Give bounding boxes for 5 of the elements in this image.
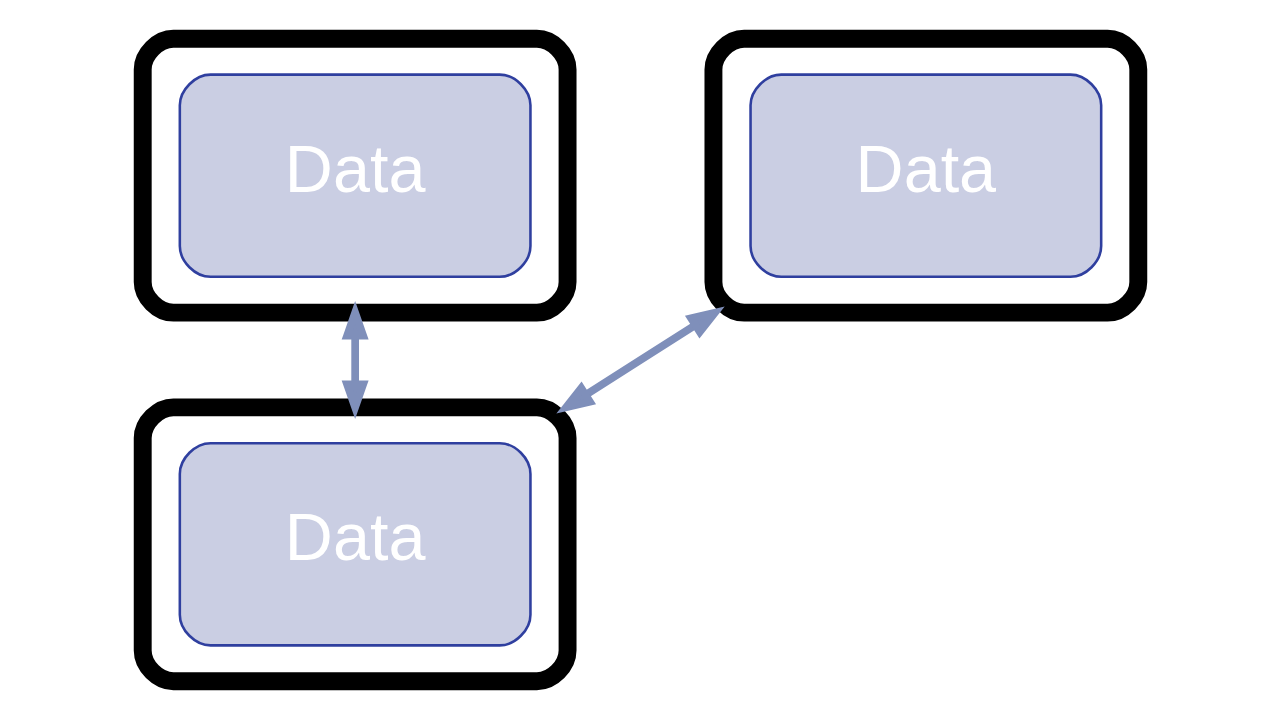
cluster: [704, 29, 1147, 322]
arrow: [341, 301, 369, 419]
arrow: [555, 306, 725, 414]
cluster: [133, 398, 576, 691]
cluster: [133, 29, 576, 322]
